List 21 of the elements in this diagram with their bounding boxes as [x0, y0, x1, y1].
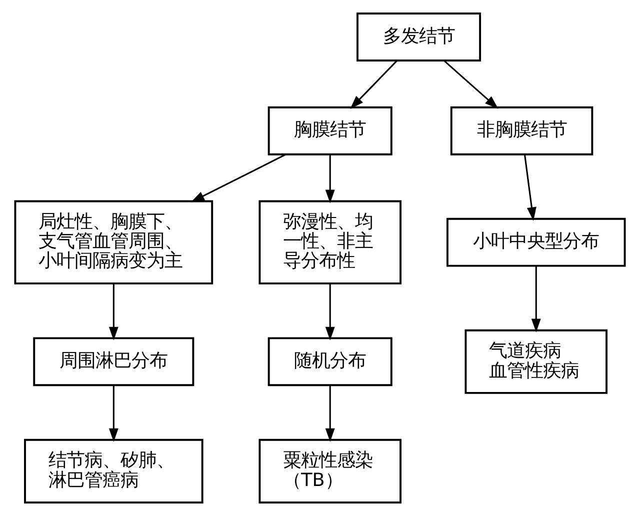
- arrow: [190, 154, 286, 202]
- arrow: [531, 266, 541, 332]
- node-box: 局灶性、胸膜下、支气管血管周围、小叶间隔病变为主: [14, 200, 214, 284]
- node-box: 非胸膜结节: [450, 106, 594, 156]
- arrow: [325, 154, 335, 204]
- node-box: 弥漫性、均一性、非主导分布性: [258, 200, 402, 284]
- arrow: [108, 386, 118, 442]
- node-box: 周围淋巴分布: [33, 337, 194, 386]
- arrow: [325, 386, 335, 442]
- arrow: [444, 60, 498, 109]
- node-box: 随机分布: [268, 337, 392, 386]
- node-box: 胸膜结节: [268, 106, 392, 156]
- node-box: 粟粒性感染（TB）: [258, 438, 402, 504]
- arrow: [325, 284, 335, 340]
- arrow: [350, 60, 398, 109]
- node-box: 气道疾病 血管性疾病: [464, 329, 608, 394]
- arrow: [524, 154, 536, 221]
- arrow: [108, 284, 118, 340]
- node-box: 结节病、矽肺、淋巴管癌病: [24, 438, 204, 504]
- node-box: 多发结节: [356, 12, 482, 62]
- node-box: 小叶中央型分布: [446, 218, 626, 267]
